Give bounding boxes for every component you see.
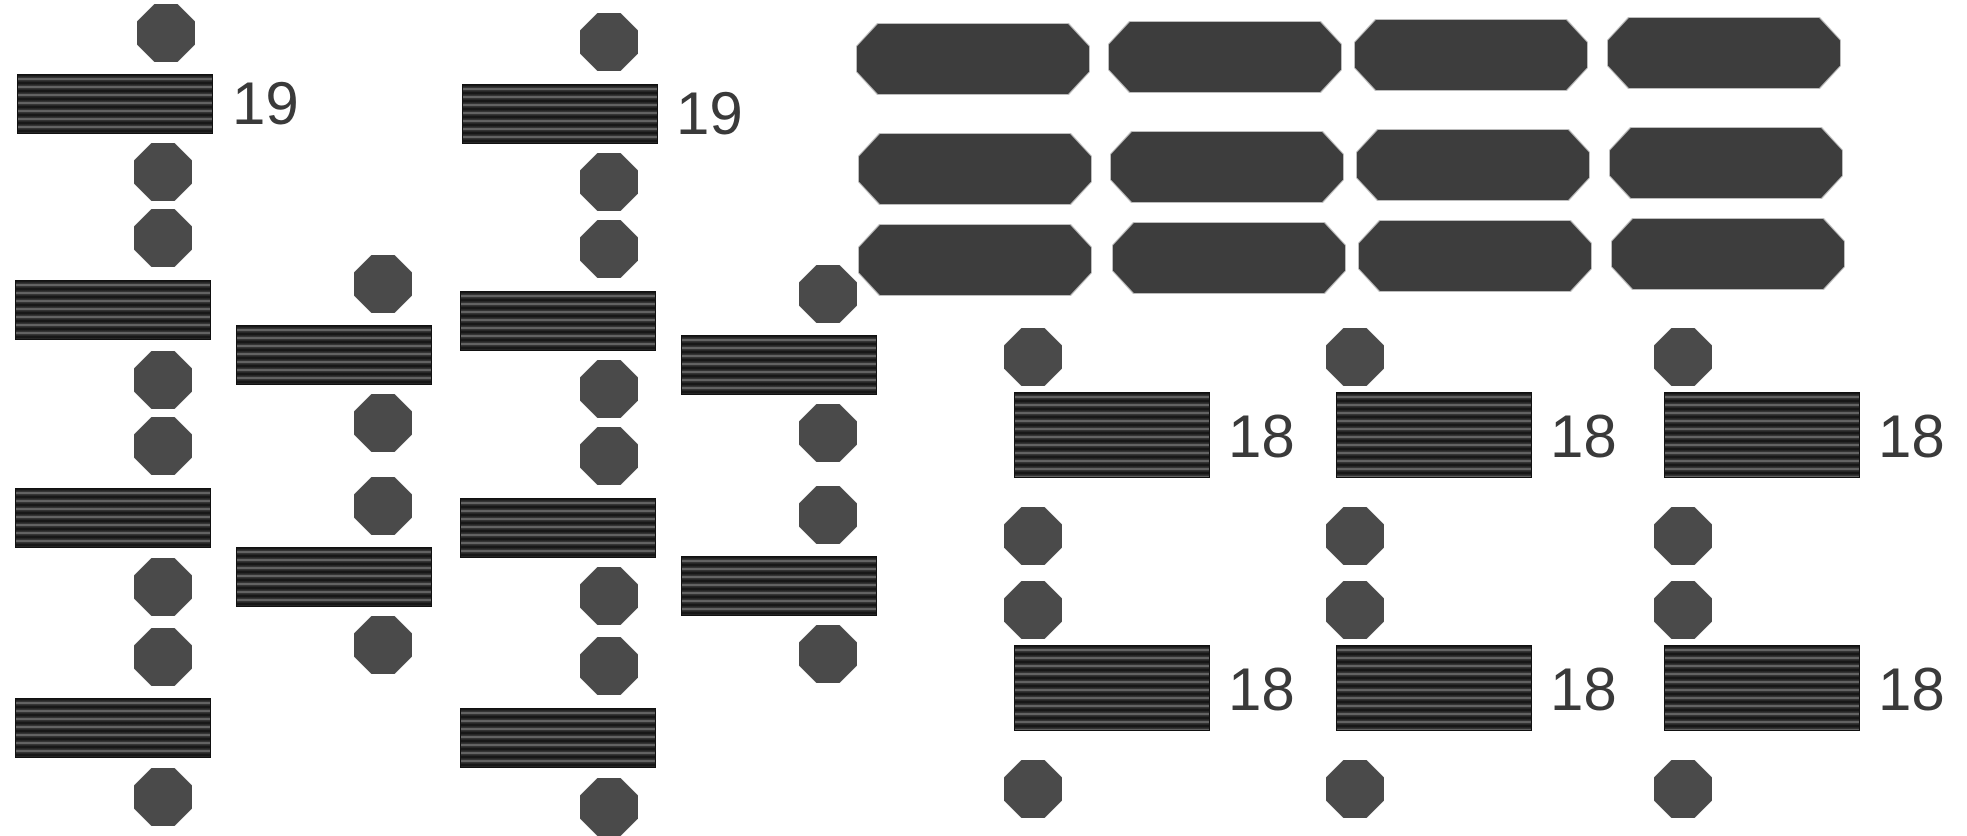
octagon-marker (354, 394, 412, 452)
pill-block (1357, 130, 1589, 200)
count-label-19-a: 19 (232, 74, 299, 134)
count-label-18-a2: 18 (1228, 660, 1295, 720)
coil-block (236, 325, 432, 385)
count-label-19-b: 19 (676, 84, 743, 144)
octagon-marker (580, 153, 638, 211)
coil-block (236, 547, 432, 607)
octagon-marker (134, 628, 192, 686)
coil-block (1336, 392, 1532, 478)
octagon-marker (354, 477, 412, 535)
octagon-marker (1326, 507, 1384, 565)
octagon-marker (580, 360, 638, 418)
octagon-marker (1654, 760, 1712, 818)
pill-block (859, 134, 1091, 204)
pill-block (1113, 223, 1345, 293)
octagon-marker (134, 143, 192, 201)
pill-block (1109, 22, 1341, 92)
octagon-marker (580, 778, 638, 836)
octagon-marker (1654, 581, 1712, 639)
octagon-marker (134, 351, 192, 409)
octagon-marker (580, 637, 638, 695)
coil-block (1014, 645, 1210, 731)
pill-block (1610, 128, 1842, 198)
count-label-18-c2: 18 (1878, 660, 1945, 720)
coil-block (15, 698, 211, 758)
pill-block (1608, 18, 1840, 88)
octagon-marker (799, 625, 857, 683)
count-label-18-b2: 18 (1550, 660, 1617, 720)
octagon-marker (580, 427, 638, 485)
count-label-18-b1: 18 (1550, 407, 1617, 467)
pill-block (1359, 221, 1591, 291)
pill-block (857, 24, 1089, 94)
coil-block (15, 488, 211, 548)
octagon-marker (1326, 760, 1384, 818)
octagon-marker (1326, 581, 1384, 639)
octagon-marker (1326, 328, 1384, 386)
coil-block (460, 708, 656, 768)
pill-block (1355, 20, 1587, 90)
octagon-marker (580, 567, 638, 625)
coil-block (462, 84, 658, 144)
pill-block (859, 225, 1091, 295)
octagon-marker (1004, 507, 1062, 565)
octagon-marker (1004, 760, 1062, 818)
octagon-marker (134, 209, 192, 267)
coil-block (681, 556, 877, 616)
octagon-marker (134, 417, 192, 475)
octagon-marker (799, 486, 857, 544)
octagon-marker (354, 616, 412, 674)
octagon-marker (354, 255, 412, 313)
coil-block (17, 74, 213, 134)
coil-block (681, 335, 877, 395)
octagon-marker (799, 404, 857, 462)
octagon-marker (134, 558, 192, 616)
coil-block (1336, 645, 1532, 731)
octagon-marker (1004, 581, 1062, 639)
coil-block (1664, 645, 1860, 731)
octagon-marker (580, 220, 638, 278)
pill-block (1612, 219, 1844, 289)
coil-block (1664, 392, 1860, 478)
octagon-marker (799, 265, 857, 323)
coil-block (460, 291, 656, 351)
octagon-marker (1654, 328, 1712, 386)
coil-block (460, 498, 656, 558)
coil-block (15, 280, 211, 340)
count-label-18-c1: 18 (1878, 407, 1945, 467)
octagon-marker (137, 4, 195, 62)
count-label-18-a1: 18 (1228, 407, 1295, 467)
octagon-marker (580, 13, 638, 71)
coil-block (1014, 392, 1210, 478)
octagon-marker (1654, 507, 1712, 565)
octagon-marker (134, 768, 192, 826)
pill-block (1111, 132, 1343, 202)
octagon-marker (1004, 328, 1062, 386)
